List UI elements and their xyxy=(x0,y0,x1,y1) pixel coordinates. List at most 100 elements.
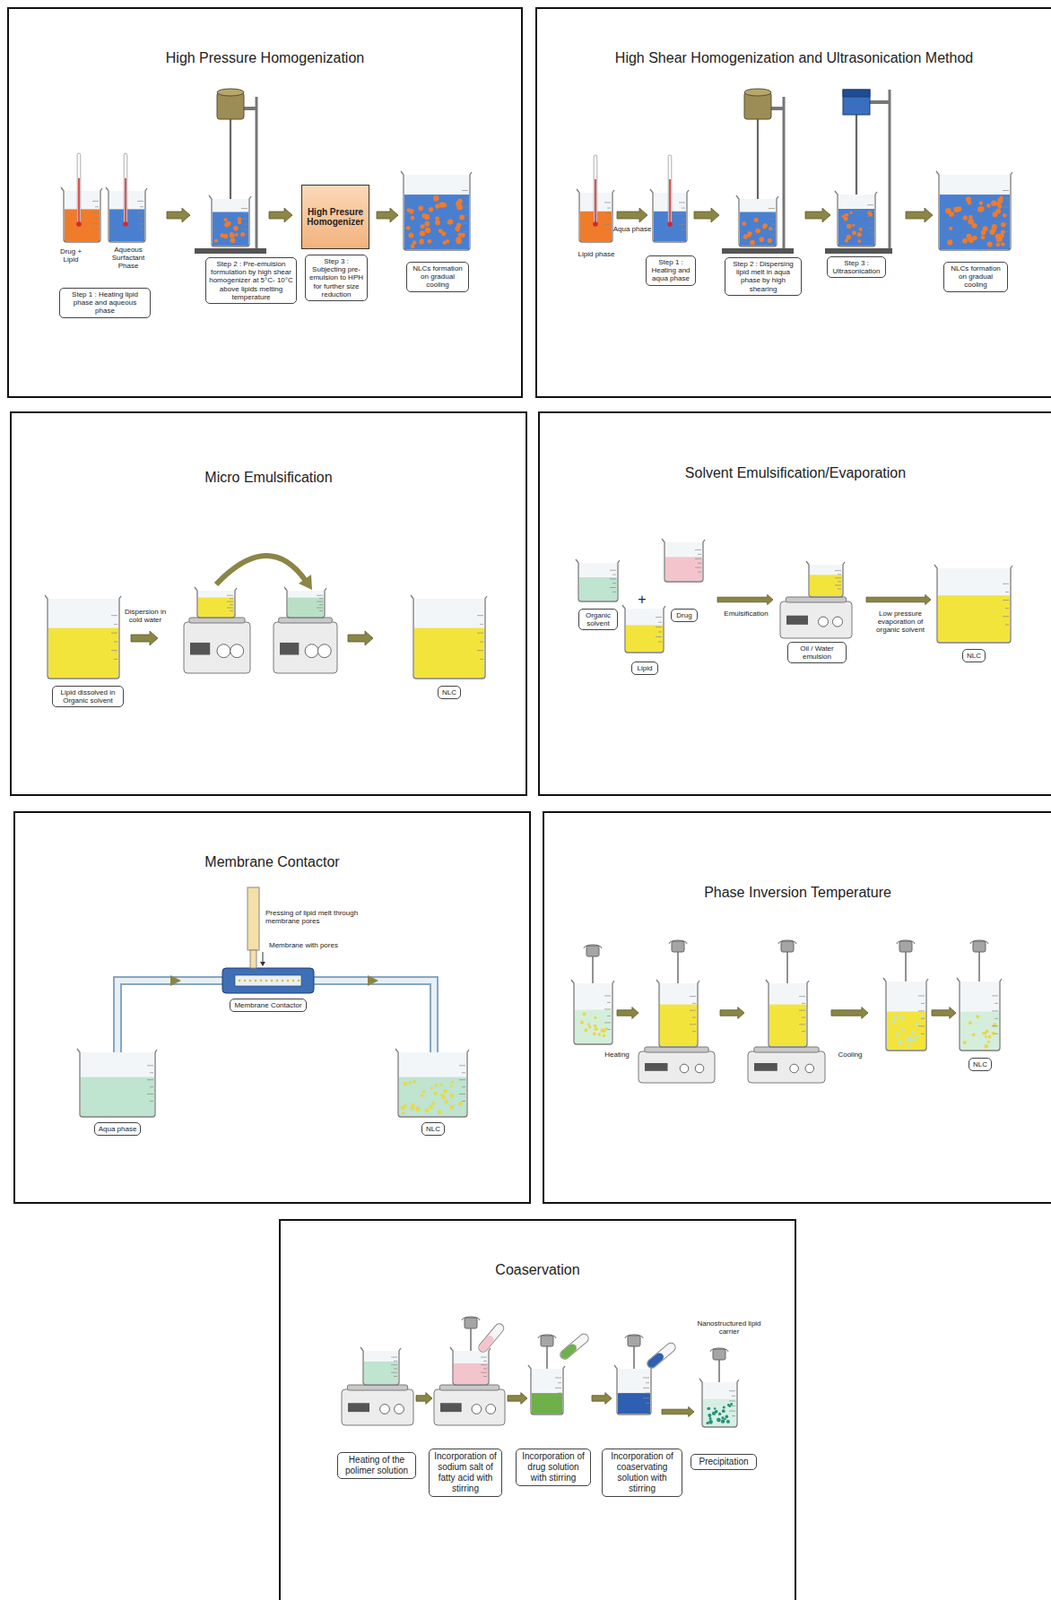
particle xyxy=(593,1016,597,1020)
membrane xyxy=(234,975,302,987)
graduation-mark xyxy=(771,213,775,215)
graduation-mark xyxy=(483,1361,487,1363)
beaker-liquid xyxy=(809,574,843,597)
particle xyxy=(424,221,430,227)
stirrer-motor xyxy=(671,941,685,953)
graduation-mark xyxy=(92,212,99,214)
graduation-mark xyxy=(609,587,617,589)
graduation-mark xyxy=(1005,624,1009,626)
step-box: Incorporation of sodium salt of fatty ac… xyxy=(428,1449,503,1498)
graduation-mark xyxy=(95,206,99,208)
hotplate-body xyxy=(183,622,251,674)
particle xyxy=(592,1032,597,1036)
test-tube-liquid xyxy=(645,1352,665,1371)
graduation-mark xyxy=(113,641,118,643)
graduation-mark xyxy=(731,1406,736,1408)
annotation-label: Aqueous Surfactant Phase xyxy=(105,245,151,271)
graduation-mark xyxy=(147,1065,154,1067)
process-arrow xyxy=(694,208,720,223)
step-label: Step 2 : Pre-emulsion formulation by hig… xyxy=(208,260,294,302)
step-label: NLCs formation on gradual cooling xyxy=(946,264,1005,290)
graduation-mark xyxy=(645,1382,650,1384)
particle xyxy=(433,1092,437,1096)
particle xyxy=(722,1406,726,1409)
graduation-mark xyxy=(95,217,99,219)
particle xyxy=(403,1082,408,1086)
graduation-mark xyxy=(139,217,144,219)
annotation-label: Membrane with pores xyxy=(269,941,356,950)
graduation-mark xyxy=(994,1003,999,1005)
graduation-mark xyxy=(991,1025,999,1027)
panel-title: High Shear Homogenization and Ultrasonic… xyxy=(537,50,1051,67)
step-box: Precipitation xyxy=(690,1454,757,1471)
particle xyxy=(425,1108,430,1113)
particle xyxy=(768,226,773,231)
membrane-pore xyxy=(238,980,242,983)
beaker xyxy=(934,564,1013,643)
graduation-mark xyxy=(92,223,99,225)
hotplate-top xyxy=(785,597,846,603)
beaker-glass xyxy=(938,174,1011,251)
particle xyxy=(602,1034,606,1038)
graduation-mark xyxy=(241,229,248,231)
particle xyxy=(763,223,768,228)
beaker-outline xyxy=(194,587,237,618)
particle xyxy=(425,227,431,234)
process-arrow xyxy=(905,208,933,223)
particle xyxy=(434,1084,439,1088)
beaker-liquid xyxy=(886,1012,926,1051)
graduation-mark xyxy=(869,221,874,223)
graduation-mark xyxy=(461,1086,466,1088)
stand-pole xyxy=(255,96,259,249)
annotation-label: Aqua phase xyxy=(611,225,653,234)
graduation-mark xyxy=(226,595,234,597)
graduation-mark xyxy=(837,588,842,590)
test-tube-glass xyxy=(477,1322,506,1356)
particle xyxy=(851,230,857,235)
particle xyxy=(846,224,852,229)
graduation-mark xyxy=(1002,616,1009,617)
particle xyxy=(449,1085,452,1088)
graduation-mark xyxy=(692,1031,696,1033)
particle xyxy=(991,1032,996,1036)
step-box: NLC xyxy=(968,1058,992,1072)
graduation-mark xyxy=(918,1010,925,1012)
graduation-mark xyxy=(111,633,118,635)
graduation-mark xyxy=(681,208,686,209)
particle xyxy=(233,225,239,232)
particle xyxy=(445,239,450,244)
beaker-liquid xyxy=(287,598,324,617)
hotplate-knob xyxy=(805,1064,815,1074)
particle xyxy=(948,226,953,231)
particle xyxy=(439,1084,443,1087)
graduation-mark xyxy=(480,1357,487,1359)
particle xyxy=(412,1080,417,1085)
test-tube-glass xyxy=(558,1332,591,1362)
rotation-mark xyxy=(668,940,687,945)
graduation-mark xyxy=(920,1033,925,1035)
graduation-mark xyxy=(867,216,874,218)
graduation-mark xyxy=(918,1025,925,1027)
beaker-liquid xyxy=(399,1077,467,1117)
membrane-pore xyxy=(276,980,279,983)
particle xyxy=(743,234,748,239)
graduation-mark xyxy=(834,584,842,586)
transfer-arrow xyxy=(216,555,306,585)
beaker-liquid xyxy=(453,1363,488,1385)
beaker xyxy=(571,980,615,1045)
graduation-mark xyxy=(694,567,702,569)
rotation-mark xyxy=(583,945,602,949)
particle xyxy=(428,1105,434,1111)
hotplate-knob xyxy=(832,616,843,627)
membrane-pore xyxy=(297,980,301,983)
hotplate-top xyxy=(644,1047,709,1053)
membrane-pore xyxy=(249,980,252,983)
method-panel: Membrane ContactorMembrane ContactorAqua… xyxy=(13,811,531,1205)
beaker-liquid xyxy=(739,212,776,247)
rotation-mark xyxy=(461,1317,480,1321)
particle xyxy=(456,204,463,211)
graduation-mark xyxy=(1002,599,1009,601)
graduation-mark xyxy=(461,1072,466,1074)
annotation-label: Cooling xyxy=(830,1051,870,1060)
graduation-mark xyxy=(678,213,686,215)
